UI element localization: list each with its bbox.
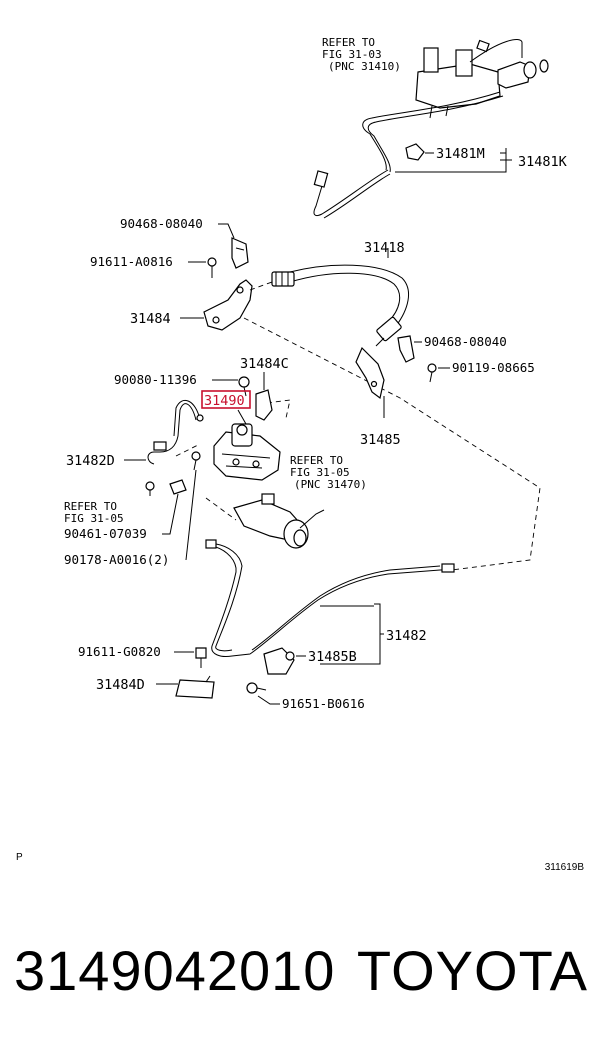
clip-90461-07039 [169,479,187,495]
bolt-90119-08665 [427,363,437,383]
part-label-31485B: 31485B [308,649,357,665]
leader-31490 [237,409,247,425]
ref-31-05-a-line3: (PNC 31470) [294,478,367,491]
ref-31-03-line1: REFER TO [322,36,375,49]
ref-31-03-line3: (PNC 31410) [328,60,401,73]
clip-31485B-illustration [263,647,295,675]
refer-box-31-05-a: REFER TO FIG 31-05 (PNC 31470) [290,454,367,491]
part-label-31482D: 31482D [66,453,115,469]
bracket-31484-illustration [203,279,253,331]
leader-90468-left [218,223,235,239]
bracket-31481K [395,148,512,173]
exploded-parts-diagram: .ln { stroke:#000; stroke-width:1; fill:… [64,36,568,711]
flex-hose-31418 [271,248,410,347]
part-label-31484D: 31484D [96,677,145,693]
part-label-90468-left: 90468-08040 [120,216,203,231]
part-label-90461: 90461-07039 [64,526,147,541]
ref-31-05-a-line1: REFER TO [290,454,343,467]
part-label-31485: 31485 [360,432,401,448]
part-label-90468-right: 90468-08040 [424,334,507,349]
part-label-31484C: 31484C [240,356,289,372]
bracket-31485-illustration [355,346,385,400]
corner-code-left: P [16,852,23,863]
guide-dash-3 [249,281,273,291]
clip-90468-right [397,335,415,363]
leader-91651 [257,695,280,705]
part-label-31418: 31418 [364,240,405,256]
ref-31-05-b-line1: REFER TO [64,500,117,513]
bolt-91651-B0616 [246,682,267,694]
clip-31481M-illustration [405,143,425,161]
ref-31-05-a-line2: FIG 31-05 [290,466,350,479]
release-cylinder-illustration [233,493,325,549]
bolt-90178-A0016 [191,451,201,471]
clip-90468-left [231,237,249,269]
part-number-title: 3149042010 [14,939,336,1002]
bolt-90080-11396 [238,376,250,397]
figure-code: 311619B [544,862,584,873]
part-label-90119: 90119-08665 [452,360,535,375]
part-label-90080: 90080-11396 [114,372,197,387]
bolt-91611-A0816 [207,257,217,278]
refer-box-31-05-b: REFER TO FIG 31-05 [64,500,124,525]
bracket-31484D-illustration [175,675,215,699]
part-label-90178: 90178-A0016(2) [64,552,169,567]
part-label-31484: 31484 [130,311,171,327]
upper-pipe [313,91,504,219]
bolt-refer-31-05 [145,481,155,496]
part-label-91611-a: 91611-A0816 [90,254,173,269]
bracket-31484C-illustration [255,389,273,421]
valve-31490-illustration [213,423,281,481]
refer-box-31-03: REFER TO FIG 31-03 (PNC 31410) [322,36,401,73]
part-label-91611-b: 91611-G0820 [78,644,161,659]
part-label-31490: 31490 [204,393,245,409]
ref-31-05-b-line2: FIG 31-05 [64,512,124,525]
master-cylinder-illustration [415,39,549,119]
part-label-91651: 91651-B0616 [282,696,365,711]
highlight-box-31490 [201,390,251,409]
leader-90178 [185,469,197,561]
brand-title: TOYOTA [356,939,588,1002]
pipe-31482D [147,399,204,465]
pipe-31482 [205,539,455,665]
bolt-91611-G0820 [195,647,207,668]
part-label-31482: 31482 [386,628,427,644]
part-label-31481K: 31481K [518,154,568,170]
part-label-31481M: 31481M [436,146,485,162]
ref-31-03-line2: FIG 31-03 [322,48,382,61]
leader-90461 [162,493,179,535]
